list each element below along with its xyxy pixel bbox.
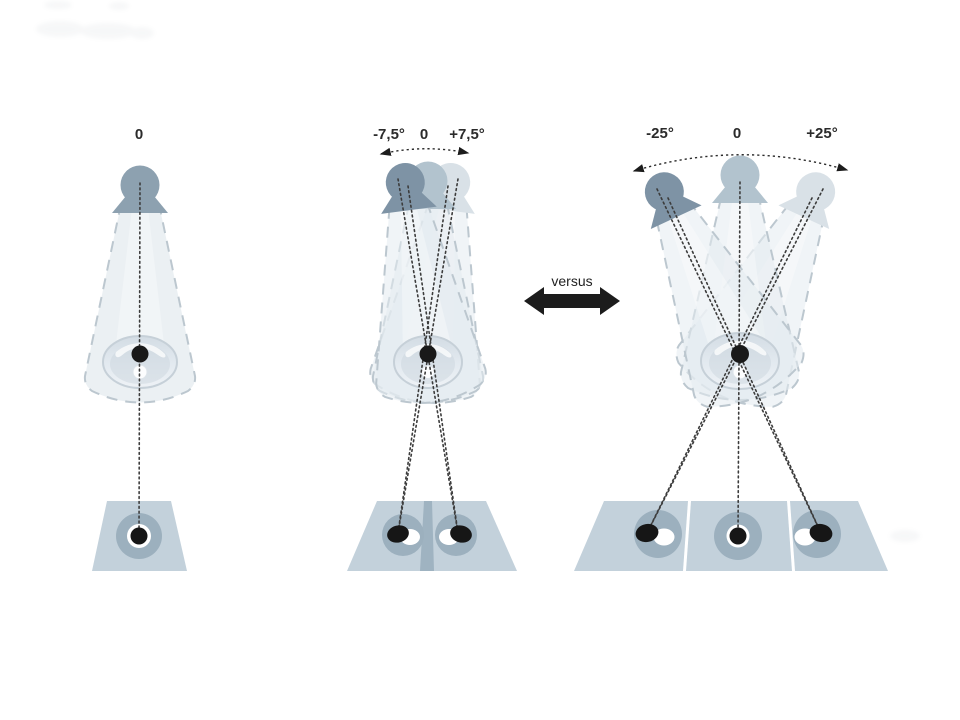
target-highlight (653, 528, 675, 546)
angle-label-minus-7-5: -7,5° (373, 126, 405, 143)
angle-label-zero: 0 (135, 126, 143, 143)
rotation-arc (379, 146, 470, 156)
versus-connector: versus (524, 273, 620, 315)
angle-label-zero: 0 (733, 125, 741, 142)
angle-label-zero: 0 (420, 126, 428, 143)
versus-label: versus (551, 273, 592, 289)
viewer-head (644, 172, 684, 212)
viewer-head (720, 155, 760, 195)
viewer-head (385, 162, 425, 202)
viewer-shoulders (778, 195, 830, 229)
eye-pupil (731, 345, 749, 363)
target-pupil-right (809, 523, 833, 543)
panel-rotation-25: -25° 0 +25° (574, 125, 888, 571)
rotation-arc (632, 154, 849, 173)
angle-label-plus-25: +25° (806, 125, 837, 142)
plate-divider (683, 501, 691, 571)
versus-arrow (524, 287, 620, 315)
target-pupil-center (729, 527, 747, 545)
angle-label-plus-7-5: +7,5° (449, 126, 485, 143)
eye-lens-highlight (421, 365, 435, 379)
panel-rotation-7-5: -7,5° 0 +7,5° (347, 126, 517, 571)
angle-label-minus-25: -25° (646, 125, 674, 142)
faint-watermark (36, 1, 920, 542)
sight-lines (397, 178, 459, 534)
plate-divider (787, 501, 795, 571)
target-pupil-left (635, 523, 659, 543)
plate-divider (420, 501, 434, 571)
eye-lens-highlight (132, 364, 148, 380)
target-pupil-left (387, 525, 409, 543)
projection-plate (347, 501, 517, 571)
viewer-head (796, 172, 836, 212)
viewer-shoulders (650, 195, 702, 229)
target-pupil-right (450, 525, 472, 543)
panel-fixed-gaze: 0 (83, 126, 197, 571)
eye-pupil (419, 345, 437, 363)
eye-pupil (131, 345, 149, 363)
target-pupil (130, 527, 148, 545)
